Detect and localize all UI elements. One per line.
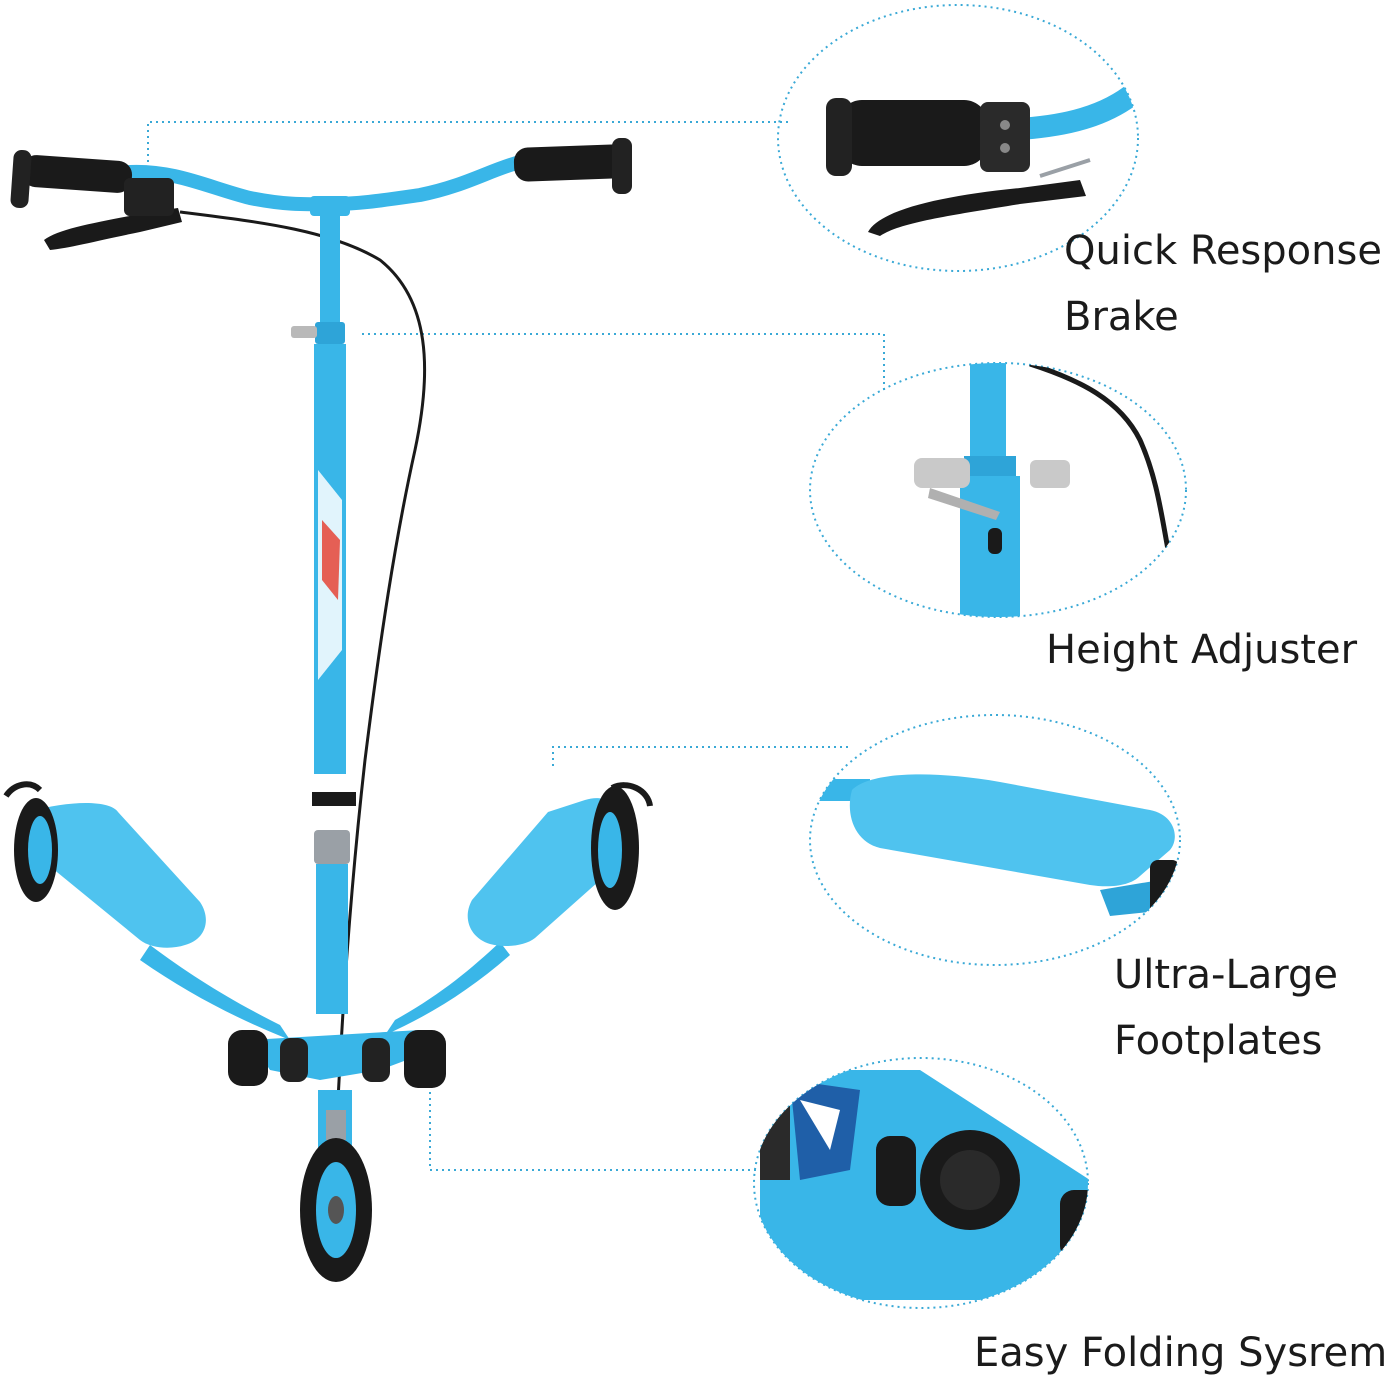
ellipse-footplates	[809, 714, 1181, 966]
brake-cable	[179, 210, 427, 1101]
brake-label-line1: Quick Response	[1064, 228, 1382, 274]
feature-label-folding: Easy Folding Sysrem	[974, 1323, 1386, 1383]
stem	[320, 210, 340, 350]
height-label-line1: Height Adjuster	[1046, 627, 1358, 673]
detail-folding	[760, 1070, 1088, 1300]
right-grip	[513, 144, 627, 182]
base-hub	[250, 1030, 420, 1080]
detail-height	[914, 363, 1173, 617]
detail-brake	[826, 85, 1138, 236]
connector-footplates	[552, 746, 852, 766]
left-footplate	[20, 803, 206, 948]
connector-lines	[147, 121, 885, 1171]
ellipse-brake	[777, 4, 1139, 272]
feature-label-height: Height Adjuster	[1046, 617, 1357, 683]
left-grip	[21, 155, 133, 193]
footplates-label-line1: Ultra-Large	[1114, 952, 1339, 998]
connector-brake	[147, 121, 790, 162]
folding-label-line1: Easy Folding Sysrem	[974, 1330, 1386, 1376]
brake-lever	[44, 208, 182, 250]
footplates-label-line2: Footplates	[1114, 1018, 1323, 1064]
scooter-main	[3, 138, 653, 1282]
right-knob	[404, 1030, 446, 1088]
feature-label-brake: Quick Response Brake	[1064, 218, 1382, 350]
feature-label-footplates: Ultra-Large Footplates	[1114, 942, 1338, 1074]
detail-footplate	[810, 774, 1180, 920]
left-arm	[140, 945, 290, 1040]
right-footplate	[467, 798, 633, 946]
connector-height	[362, 333, 885, 392]
ellipse-height	[809, 362, 1187, 618]
connector-folding	[429, 1080, 758, 1171]
brake-label-line2: Brake	[1064, 294, 1179, 340]
right-arm	[385, 942, 510, 1035]
